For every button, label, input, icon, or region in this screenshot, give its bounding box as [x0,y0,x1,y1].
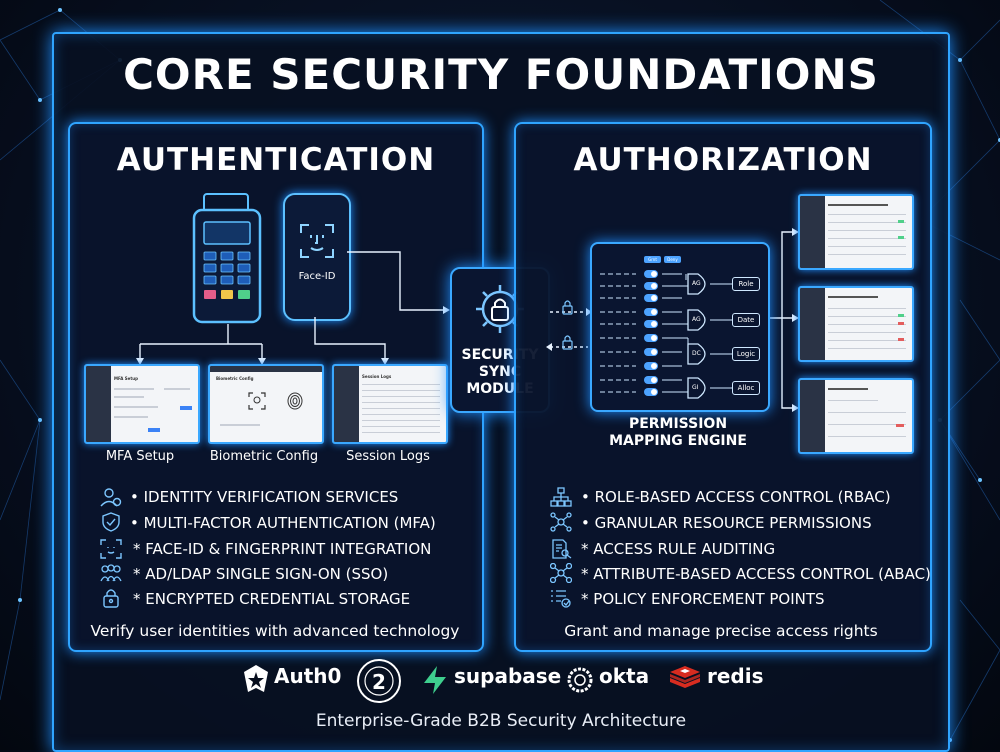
engine-output-logic: Logic [732,347,760,361]
supabase-logo-text: supabase [454,664,562,688]
session-logs-screen[interactable]: Session Logs [332,364,448,444]
checklist-icon [551,590,571,608]
document-search-icon [552,539,572,559]
session-logs-caption: Session Logs [346,449,430,464]
engine-output-alloc: Alloc [732,381,760,395]
user-check-icon [100,488,122,507]
biometric-config-screen[interactable]: Biometric Config [208,364,324,444]
auth-feature-identity: • IDENTITY VERIFICATION SERVICES [130,488,399,506]
phone-device: Face-ID [283,193,351,321]
payment-terminal-icon [192,193,262,324]
auth0-logo-icon [244,665,268,692]
permission-mapping-engine: Grnt Deny AG AG DC GI Role Date Logic Al… [590,242,770,412]
authz-feature-auditing: * ACCESS RULE AUDITING [581,540,776,558]
engine-label-line1: PERMISSION [628,416,728,432]
authz-feature-policy: * POLICY ENFORCEMENT POINTS [581,590,825,608]
biometric-config-screen-header: Biometric Config [216,376,254,381]
authz-feature-abac: * ATTRIBUTE-BASED ACCESS CONTROL (ABAC) [581,565,931,583]
page-title: CORE SECURITY FOUNDATIONS [123,50,879,99]
shield-check-icon [102,512,120,532]
authentication-tagline: Verify user identities with advanced tec… [90,622,460,640]
face-id-label: Face-ID [298,271,336,282]
two-factor-badge-icon: 2 [357,659,401,703]
authz-feature-granular: • GRANULAR RESOURCE PERMISSIONS [581,514,872,532]
redis-logo-text: redis [707,664,764,688]
supabase-logo-icon [424,666,446,694]
hierarchy-icon [550,487,572,507]
engine-circuit [600,270,732,399]
face-scan-small-icon [248,392,266,410]
authz-feature-rbac: • ROLE-BASED ACCESS CONTROL (RBAC) [581,488,891,506]
engine-gate-2: AG [692,316,701,323]
mfa-setup-screen[interactable]: MFA Setup [84,364,200,444]
auth0-logo-text: Auth0 [274,664,342,688]
authorization-heading: AUTHORIZATION [573,142,873,178]
engine-label-line2: MAPPING ENGINE [609,433,747,449]
fingerprint-small-icon [287,392,303,410]
engine-output-date: Date [732,313,760,327]
svg-text:2: 2 [372,670,386,694]
attribute-nodes-icon [550,563,572,583]
engine-chip-grant: Grnt [644,256,661,263]
engine-gate-1: AG [692,280,701,287]
session-logs-screen-header: Session Logs [362,374,392,379]
auth-feature-mfa: • MULTI-FACTOR AUTHENTICATION (MFA) [130,514,436,532]
auth-feature-sso: * AD/LDAP SINGLE SIGN-ON (SSO) [133,565,389,583]
footer-caption: Enterprise-Grade B2B Security Architectu… [315,711,687,731]
auth-feature-faceid: * FACE-ID & FINGERPRINT INTEGRATION [133,540,432,558]
mfa-setup-caption: MFA Setup [105,449,175,464]
engine-chip-deny: Deny [664,256,681,263]
permission-screen-1[interactable] [798,194,914,270]
permission-screen-3[interactable] [798,378,914,454]
auth-feature-storage: * ENCRYPTED CREDENTIAL STORAGE [133,590,411,608]
okta-logo-icon [567,667,593,693]
face-scan-icon [100,539,122,559]
engine-gate-4: GI [692,384,699,391]
engine-gate-3: DC [692,350,701,357]
sync-label-line2: SYNC [478,364,522,380]
network-nodes-icon [550,512,572,532]
lock-icon [103,589,119,608]
permission-screen-2[interactable] [798,286,914,362]
redis-logo-icon [670,666,700,688]
face-id-icon [300,224,334,258]
okta-logo-text: okta [599,664,650,688]
biometric-config-caption: Biometric Config [209,449,319,464]
authentication-heading: AUTHENTICATION [116,142,436,178]
mfa-setup-screen-header: MFA Setup [114,376,138,381]
users-group-icon [100,564,122,582]
authorization-tagline: Grant and manage precise access rights [564,622,878,640]
engine-output-role: Role [732,277,760,291]
